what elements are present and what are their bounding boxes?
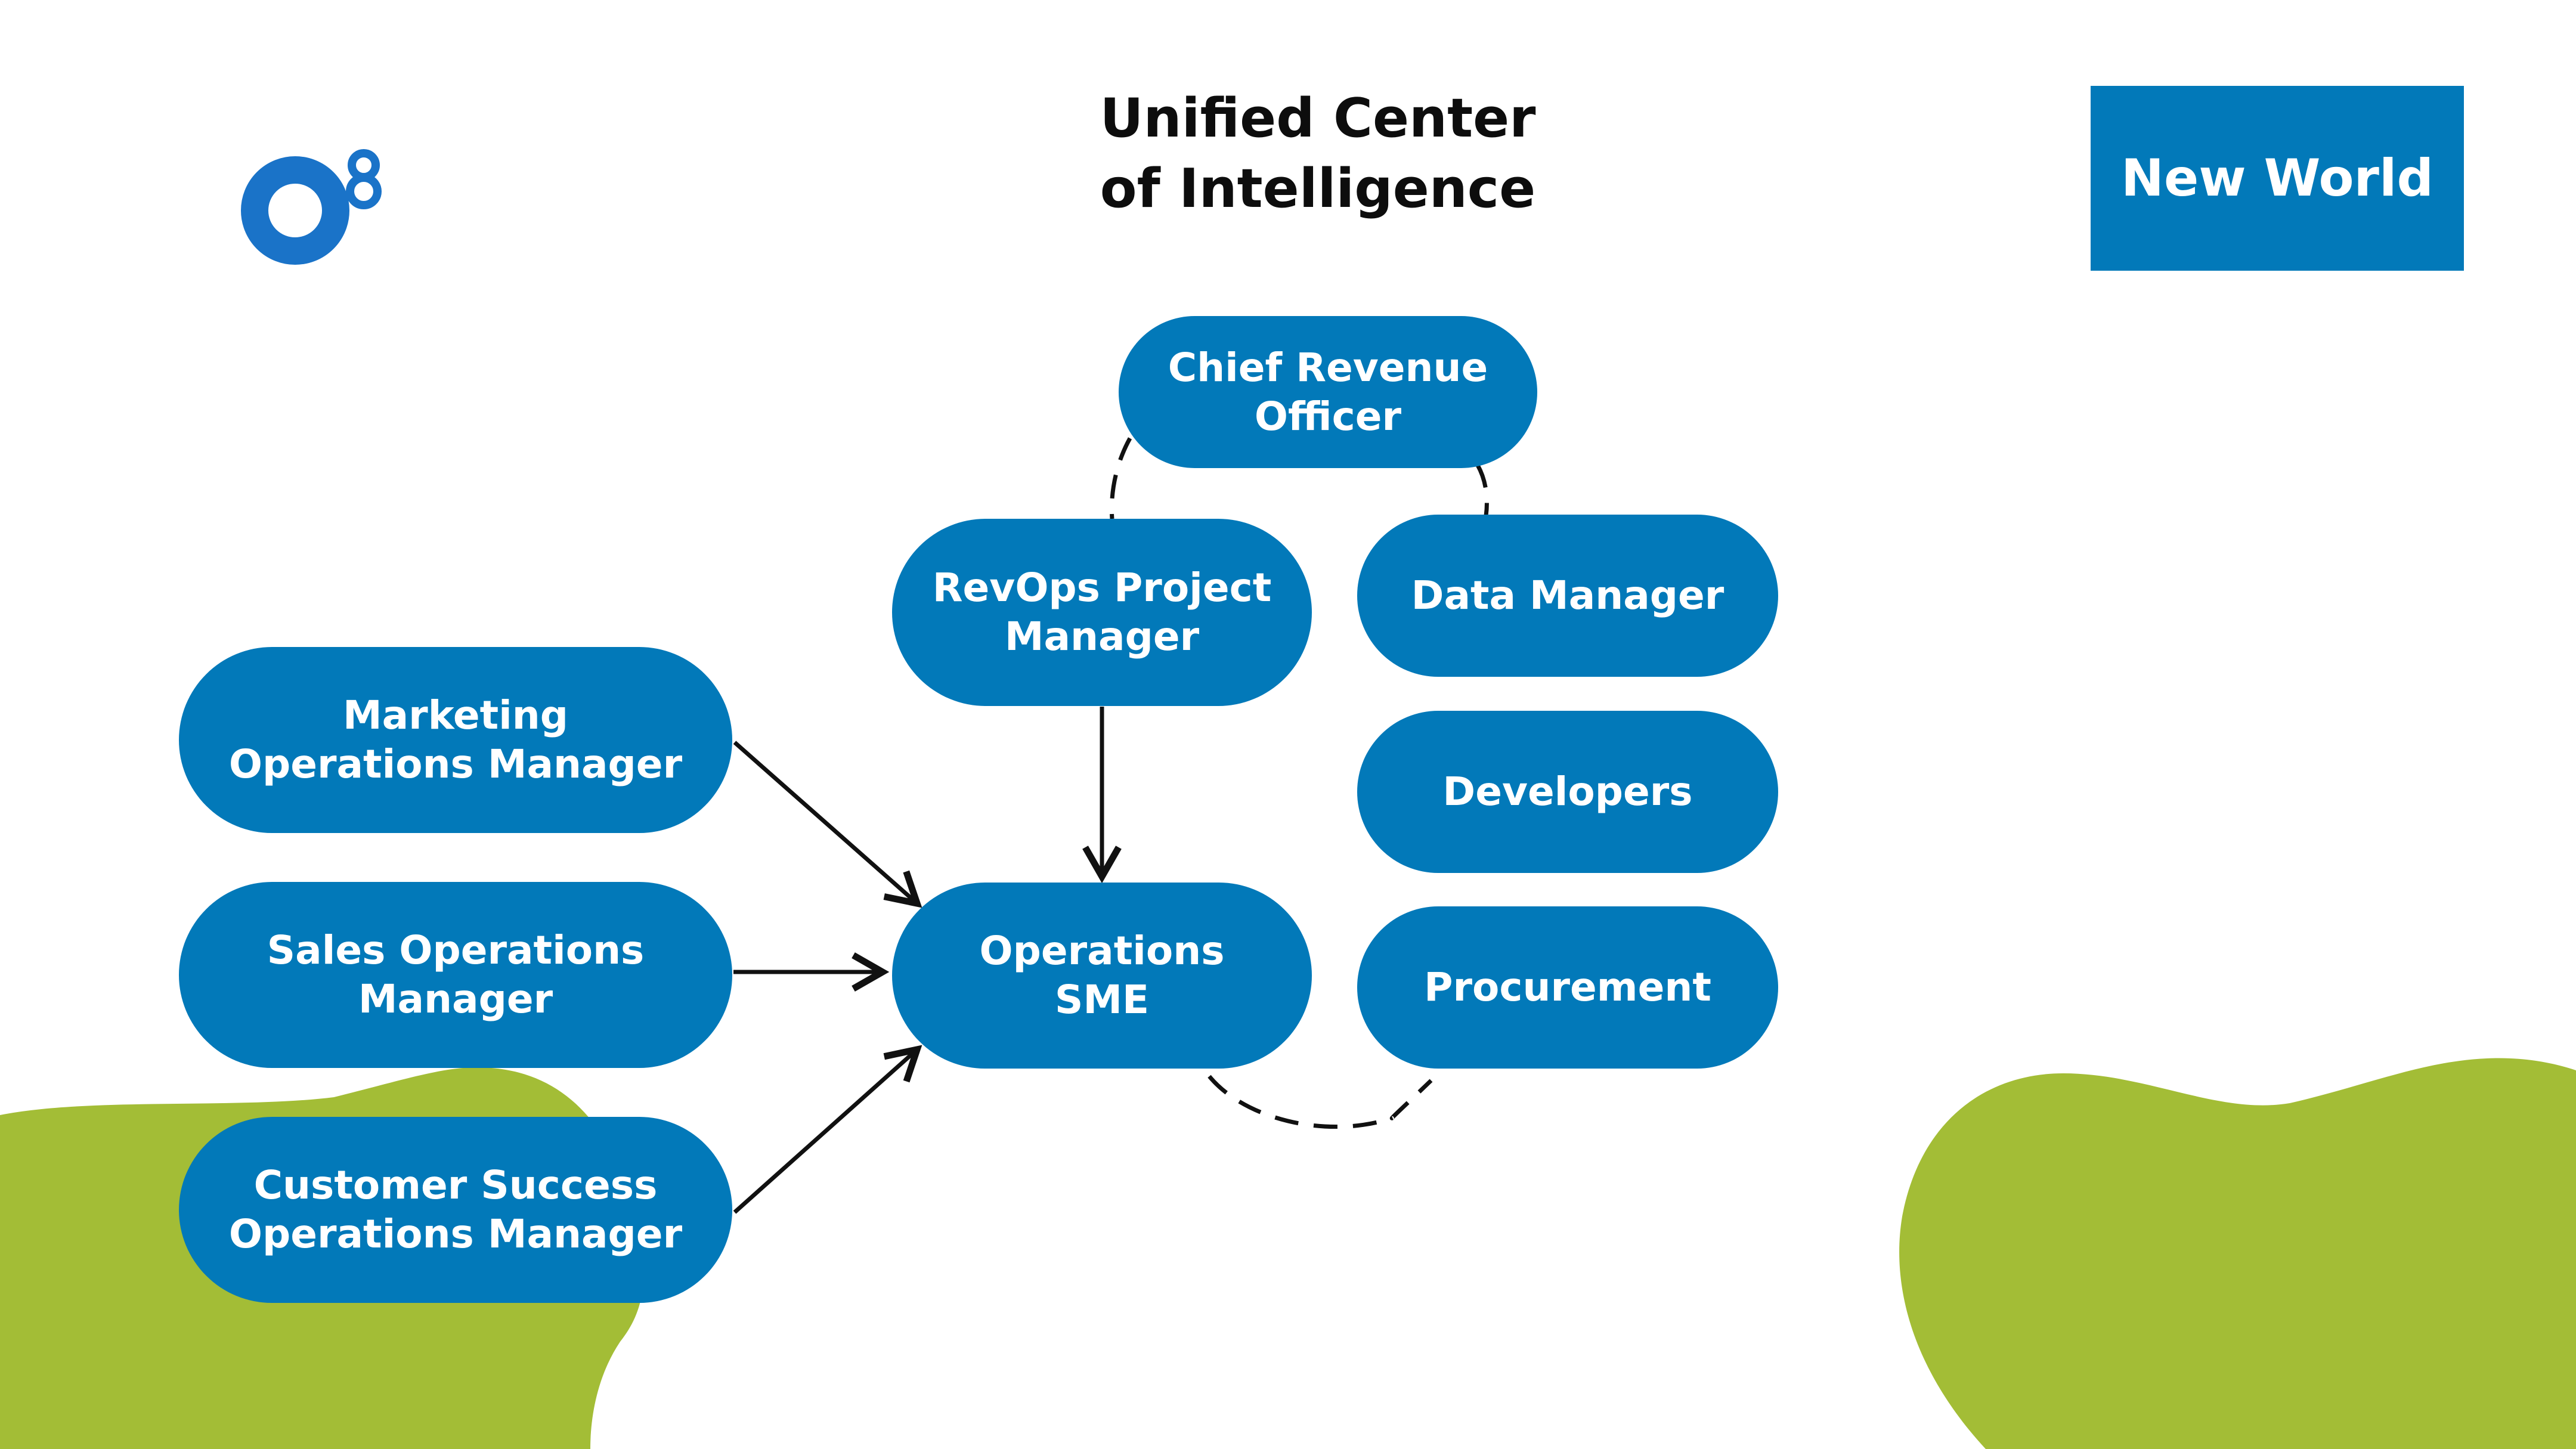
dashed-link-cro-data-manager — [1475, 464, 1489, 516]
node-customer-success-operations-manager: Customer Success Operations Manager — [179, 1117, 732, 1303]
node-revops-project-manager: RevOps Project Manager — [892, 519, 1312, 706]
node-chief-revenue-officer: Chief Revenue Officer — [1119, 316, 1537, 468]
title-line-1: Unified Center — [1100, 87, 1536, 150]
diagram-title: Unified Center of Intelligence — [1014, 83, 1622, 224]
arrow-marketing-to-ops — [733, 741, 922, 908]
title-line-2: of Intelligence — [1100, 157, 1536, 220]
dashed-link-ops-procurement — [1208, 1075, 1433, 1129]
node-data-manager: Data Manager — [1357, 515, 1778, 677]
node-operations-sme: Operations SME — [892, 883, 1312, 1069]
arrow-customer-to-ops — [733, 1045, 922, 1214]
node-marketing-operations-manager: Marketing Operations Manager — [179, 647, 732, 833]
node-procurement: Procurement — [1357, 906, 1778, 1069]
o8-logo-icon — [241, 149, 382, 265]
right-green-blob — [1899, 1058, 2576, 1449]
new-world-badge: New World — [2091, 86, 2464, 271]
node-developers: Developers — [1357, 711, 1778, 873]
node-sales-operations-manager: Sales Operations Manager — [179, 882, 732, 1068]
dashed-link-cro-revops — [1109, 437, 1132, 519]
